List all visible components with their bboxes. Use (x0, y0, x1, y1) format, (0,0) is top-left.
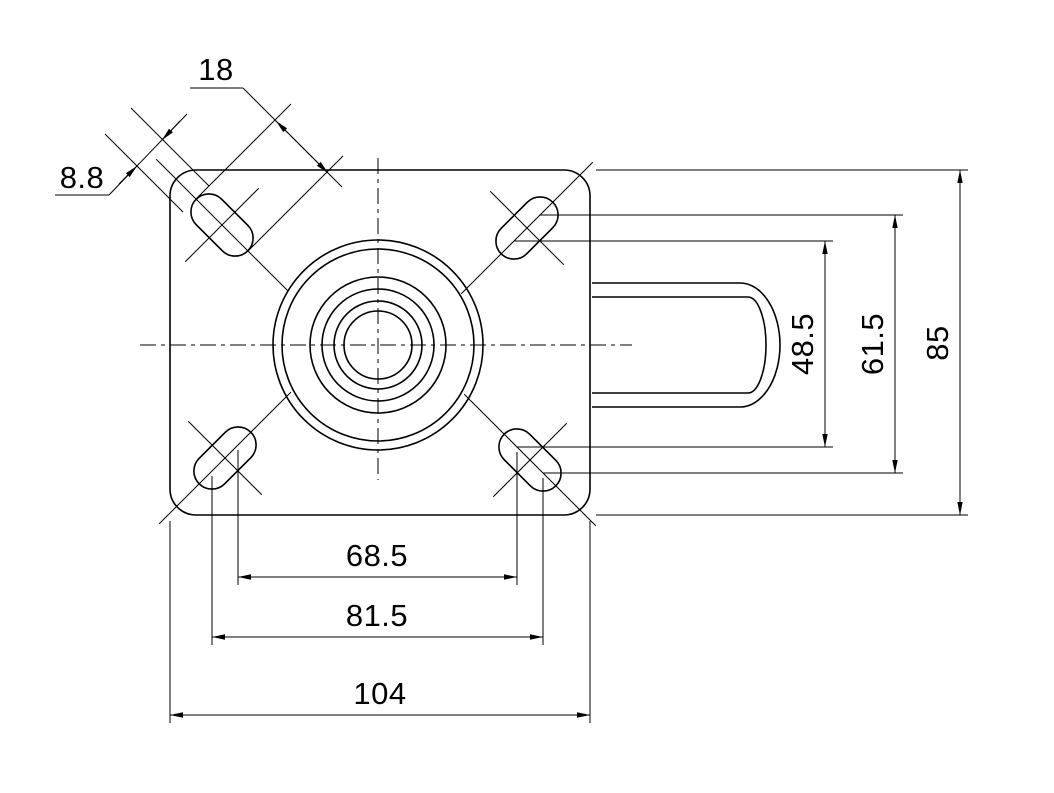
arrow-line (161, 120, 181, 141)
dimension-48-5: 48.5 (514, 240, 833, 448)
dimension-81-5: 81.5 (211, 476, 544, 645)
wheel-outer-profile (592, 282, 781, 408)
wheel-profile-view (592, 282, 781, 408)
slot-cross-centerline (489, 190, 565, 266)
mounting-slot-bottom-right (463, 393, 597, 527)
dimension-text-48-5: 48.5 (785, 313, 820, 375)
slot-cross-centerline (187, 420, 263, 496)
plate-outline (169, 169, 591, 516)
dimension-text-104: 104 (353, 676, 406, 711)
extension-line (195, 103, 292, 200)
dimension-8-8: 8.8 (55, 107, 210, 213)
dimension-text-81-5: 81.5 (346, 598, 408, 633)
extension-line (104, 133, 184, 213)
slot-cross-centerline (184, 187, 260, 263)
dimension-18: 18 (190, 52, 344, 252)
dimension-61-5: 61.5 (540, 214, 903, 474)
dimension-104: 104 (169, 521, 591, 723)
mounting-slot-bottom-left (158, 391, 292, 525)
top-plate-view (140, 158, 632, 527)
dimension-text-68-5: 68.5 (346, 538, 408, 573)
dimension-text-61-5: 61.5 (855, 313, 890, 375)
mounting-slot-top-left (155, 158, 289, 292)
dimension-text-85: 85 (920, 325, 955, 360)
dimension-text-8-8: 8.8 (60, 160, 105, 195)
dimension-68-5: 68.5 (237, 450, 518, 585)
dimension-85: 85 (596, 169, 968, 516)
mounting-slot-top-right (460, 161, 594, 295)
extension-line (130, 107, 210, 187)
slot-cross-centerline (492, 422, 568, 498)
arrow-line (118, 165, 138, 185)
dimension-text-18: 18 (198, 52, 233, 87)
wheel-tread-crown-arc (747, 296, 767, 394)
dimension-line (275, 120, 329, 174)
